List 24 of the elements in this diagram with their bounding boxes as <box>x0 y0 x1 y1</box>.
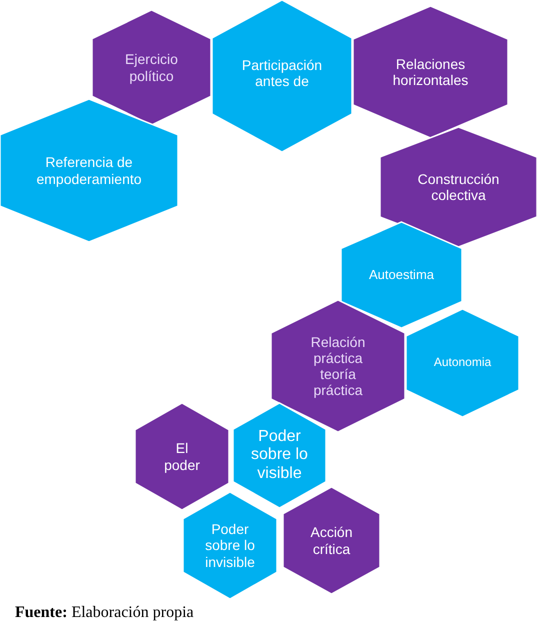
concept-label: Acción crítica <box>309 524 354 557</box>
concept-label: Relaciones horizontales <box>392 56 470 88</box>
hexagon-tile <box>283 487 380 594</box>
hexagon-tile <box>406 309 519 417</box>
concept-label: Relación práctica teoría práctica <box>310 334 366 398</box>
hexagon-tile <box>0 99 178 242</box>
concept-label: Participación antes de <box>240 57 324 90</box>
hexagon-tile <box>380 127 537 247</box>
concept-label: Poder sobre lo invisible <box>204 521 256 570</box>
hexagon-tile <box>233 403 326 508</box>
concept-label: El poder <box>163 440 201 473</box>
concept-label: Autonomia <box>434 356 492 370</box>
concept-label: Construcción colectiva <box>416 170 500 204</box>
hexagon-tile <box>341 222 462 328</box>
hexagon-tile <box>183 492 277 599</box>
concept-label: Referencia de empoderamiento <box>35 154 143 187</box>
hexagon-tile <box>353 6 508 138</box>
concept-label: Ejercicio político <box>124 51 179 84</box>
hexagon-tile <box>135 403 229 510</box>
caption: Fuente: Elaboración propia <box>15 604 194 622</box>
hexagon-tile <box>212 0 352 152</box>
hexagon-tile <box>92 10 211 125</box>
concept-label: Poder sobre lo visible <box>250 428 309 484</box>
concept-label: Autoestima <box>368 268 434 282</box>
